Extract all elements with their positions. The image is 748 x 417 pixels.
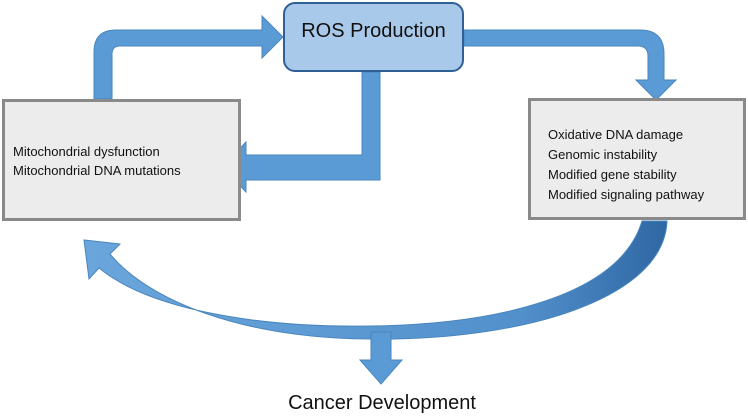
node-left-line-2: Mitochondrial DNA mutations xyxy=(13,163,181,178)
node-cancer-development: Cancer Development xyxy=(288,392,476,414)
node-right-line-4: Modified signaling pathway xyxy=(548,187,705,202)
node-ros-label: ROS Production xyxy=(301,19,446,42)
node-ros-production: ROS Production xyxy=(283,2,464,72)
node-right-line-1: Oxidative DNA damage xyxy=(548,127,684,142)
node-dna-effects: Oxidative DNA damage Genomic instability… xyxy=(528,98,746,220)
arrow-to-cancer xyxy=(358,331,404,385)
arrow-ros-to-left xyxy=(221,71,381,194)
arrow-left-to-ros xyxy=(93,14,284,100)
arrow-ros-to-right xyxy=(463,29,678,101)
node-right-line-2: Genomic instability xyxy=(548,147,658,162)
node-left-line-1: Mitochondrial dysfunction xyxy=(13,144,160,159)
node-right-line-3: Modified gene stability xyxy=(548,167,677,182)
arrow-cycle-sweep xyxy=(83,220,668,340)
node-mitochondrial: Mitochondrial dysfunction Mitochondrial … xyxy=(2,99,241,221)
